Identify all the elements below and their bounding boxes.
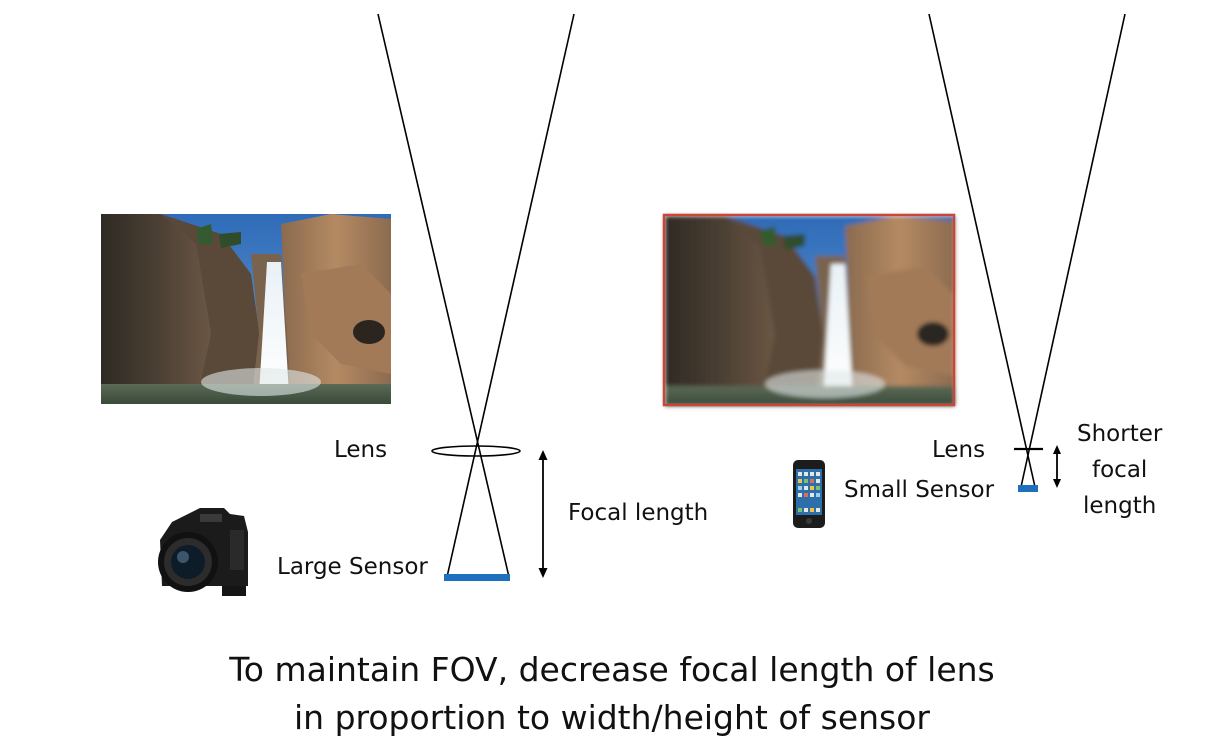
smartphone-icon xyxy=(793,460,825,528)
right-focal-length-line-3: length xyxy=(1083,493,1157,519)
left-lens-shape xyxy=(431,445,521,457)
right-small-sensor xyxy=(1018,485,1038,492)
right-focal-length-line-2: focal xyxy=(1092,457,1148,483)
right-sensor-label: Small Sensor xyxy=(844,477,995,503)
caption-line-1: To maintain FOV, decrease focal length o… xyxy=(229,650,995,689)
right-focal-length-line-1: Shorter xyxy=(1077,421,1163,447)
right-photo xyxy=(665,216,955,406)
right-ray-lines xyxy=(928,13,1126,488)
left-photo xyxy=(101,214,391,404)
left-large-sensor xyxy=(444,574,510,581)
dslr-camera-icon xyxy=(158,508,248,596)
left-focal-arrow xyxy=(538,450,548,578)
left-lens-label: Lens xyxy=(334,437,388,463)
right-focal-arrow xyxy=(1053,445,1061,488)
left-ray-lines xyxy=(377,13,575,578)
caption-line-2: in proportion to width/height of sensor xyxy=(294,697,930,737)
left-sensor-label: Large Sensor xyxy=(277,554,428,580)
caption: To maintain FOV, decrease focal length o… xyxy=(0,646,1224,742)
right-photo-frame xyxy=(662,213,956,407)
right-lens-label: Lens xyxy=(932,437,986,463)
left-focal-length-label: Focal length xyxy=(568,500,709,526)
